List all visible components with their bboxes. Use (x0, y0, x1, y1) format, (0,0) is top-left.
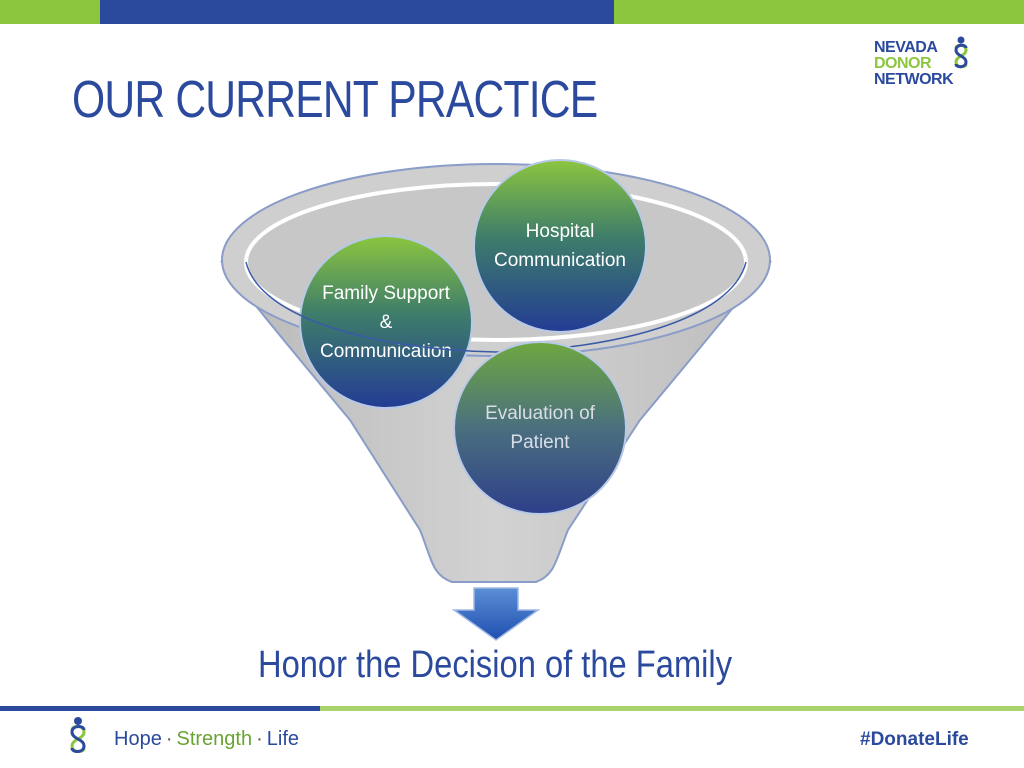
funnel-rim-front (245, 261, 747, 353)
funnel-item-label-line: Communication (320, 341, 452, 362)
funnel-item-family-support: Family Support & Communication (299, 235, 473, 409)
logo-line-donor: DONOR (874, 55, 932, 72)
logo-line-nevada: NEVADA (874, 39, 938, 56)
logo-line-network: NETWORK (874, 71, 954, 88)
down-arrow-icon (451, 587, 541, 641)
bottom-rule-blue (0, 706, 320, 711)
tagline-separator: · (256, 728, 263, 750)
bottom-rule-green (320, 706, 1024, 711)
slide-title: OUR CURRENT PRACTICE (72, 71, 598, 129)
bottom-accent-rule (0, 706, 1024, 711)
funnel-item-label-line: Family Support (322, 283, 450, 304)
donor-ribbon-icon (70, 717, 86, 753)
top-accent-bar (0, 0, 1024, 24)
funnel-outcome-text: Honor the Decision of the Family (257, 644, 733, 686)
funnel-item-label-line: & (380, 312, 393, 333)
funnel-item-label-line: Hospital (526, 221, 595, 242)
tagline-separator: · (165, 728, 173, 750)
tagline-life: Life (266, 728, 300, 750)
donate-life-hashtag: #DonateLife (860, 729, 969, 750)
funnel-item-label-line: Communication (494, 250, 626, 271)
top-bar-green-left (0, 0, 100, 24)
tagline-strength: Strength (176, 728, 253, 750)
funnel-item-label-line: Evaluation of (485, 403, 596, 424)
funnel-item-label-line: Patient (510, 432, 570, 453)
top-bar-green-right (614, 0, 1024, 24)
nevada-donor-network-logo: NEVADA DONOR NETWORK (874, 36, 974, 92)
funnel-item-evaluation-of-patient: Evaluation of Patient (453, 341, 627, 515)
top-bar-blue (100, 0, 614, 24)
footer-tagline: Hope·Strength·Life (114, 728, 299, 751)
tagline-hope: Hope (114, 728, 162, 750)
funnel-item-hospital-communication: Hospital Communication (473, 159, 647, 333)
donor-ribbon-icon (954, 36, 968, 69)
